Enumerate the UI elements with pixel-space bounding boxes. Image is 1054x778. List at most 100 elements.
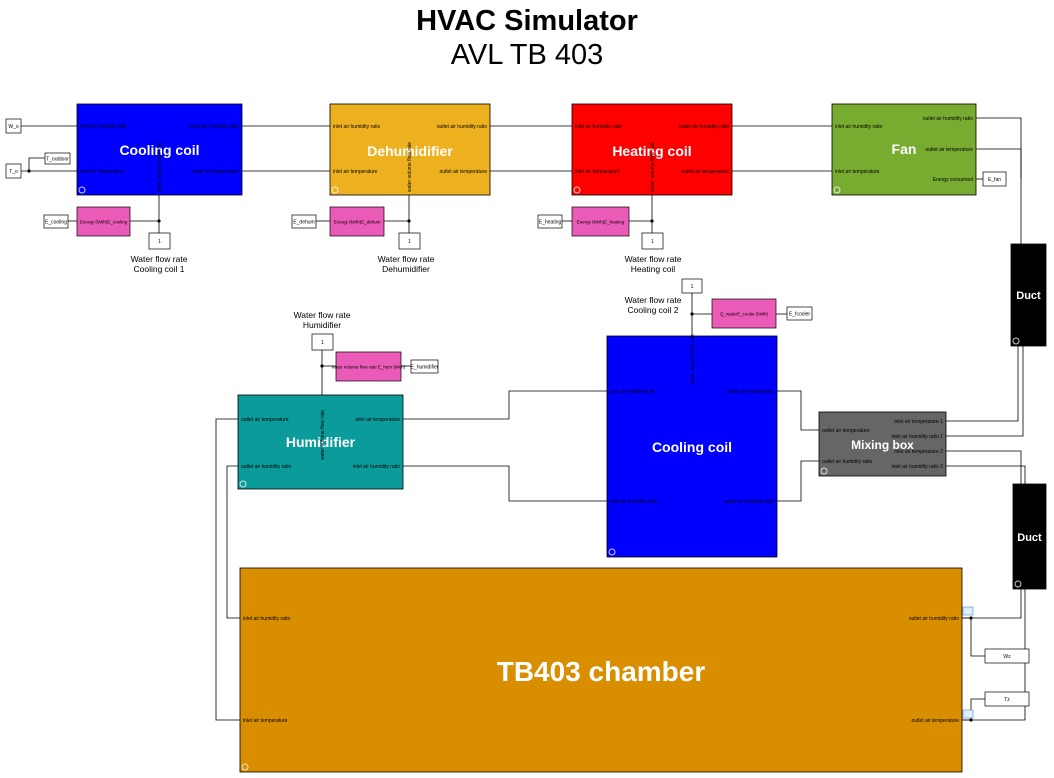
scope-icon[interactable]: [962, 606, 974, 616]
constant-dehumidifier-value: 1: [408, 239, 411, 245]
port-label: outlet air humidity ratio: [822, 459, 873, 465]
outport-efan[interactable]: [982, 171, 1007, 187]
fan-block[interactable]: Fan: [831, 103, 977, 196]
constant-cooling-1[interactable]: [148, 232, 171, 250]
energy-heating[interactable]: [571, 206, 630, 237]
outport-efcooler-label: E_fcooler: [789, 312, 810, 318]
scope-icon[interactable]: [962, 709, 974, 719]
inport-to[interactable]: [5, 163, 22, 179]
port-label: inlet air humidity ratio: [243, 616, 290, 622]
energy-heating-label: Energy (kWh)E_heating: [577, 220, 625, 225]
port-label: inlet air temperature: [835, 169, 880, 175]
outport-efan-label: E_fan: [988, 177, 1001, 183]
diagram-title: HVAC Simulator: [416, 5, 638, 37]
line-to-outdoor: [28, 157, 45, 171]
gear-icon: [1014, 580, 1022, 588]
port-label: outlet air temperature: [681, 169, 729, 175]
energy-humidifier-label: water volume flow rate E_hum (kWh): [332, 365, 406, 370]
constant-humidifier-value: 1: [321, 340, 324, 346]
signal-line: [976, 148, 1022, 178]
signal-line: [403, 465, 607, 502]
gear-icon: [331, 186, 339, 194]
constant-cooling-1-value: 1: [158, 239, 161, 245]
heating-coil-block[interactable]: Heating coil: [571, 103, 733, 196]
humidifier-block-body: [237, 394, 404, 490]
dehumidifier-block[interactable]: Dehumidifier: [329, 103, 491, 196]
humidifier-block-label: Humidifier: [286, 434, 356, 450]
annotation-flow-dehumidifier: Water flow rate: [378, 254, 435, 264]
outport-ehumidifier-label: E_humidifier: [411, 365, 439, 371]
port-label: water volume flow rate: [320, 410, 326, 460]
branch-point: [650, 219, 654, 223]
annotation-flow-humidifier: Humidifier: [303, 320, 341, 330]
annotation-flow-dehumidifier: Dehumidifier: [382, 264, 430, 274]
chamber-block[interactable]: TB403 chamber: [239, 567, 963, 773]
energy-cooling-1[interactable]: [76, 206, 131, 237]
cooling-coil-1-block-label: Cooling coil: [119, 142, 199, 158]
port-label: outlet air humidity ratio: [724, 499, 775, 505]
inport-wo[interactable]: [5, 118, 22, 134]
port-label: water volume flow rate: [157, 142, 163, 192]
energy-dehumidifier[interactable]: [329, 206, 385, 237]
annotation-flow-cooling-2: Cooling coil 2: [627, 305, 678, 315]
port-label: outlet air temperature: [822, 428, 870, 434]
energy-cooling-1-label: Energy (kWh)E_cooling: [80, 220, 128, 225]
outport-edehum[interactable]: [291, 214, 317, 229]
gear-icon: [833, 186, 841, 194]
constant-heating[interactable]: [641, 232, 664, 250]
signal-line: [777, 390, 819, 431]
outport-ecooling-label: E_cooling: [45, 220, 67, 226]
port-label: water volume flow rate: [650, 142, 656, 192]
duct-2-block-label: Duct: [1017, 532, 1042, 544]
outport-ecooling[interactable]: [43, 214, 69, 229]
outport-edehum-label: E_dehum: [293, 220, 314, 226]
duct-2-block[interactable]: Duct: [1012, 483, 1047, 590]
cooling-coil-2-block-label: Cooling coil: [652, 439, 732, 455]
annotation-flow-cooling-1: Water flow rate: [131, 254, 188, 264]
cooling-coil-1-block[interactable]: Cooling coil: [76, 103, 243, 196]
outport-efcooler[interactable]: [786, 306, 813, 321]
heating-coil-block-body: [571, 103, 733, 196]
outport-eheating[interactable]: [537, 214, 563, 229]
outport-ehumidifier[interactable]: [410, 359, 439, 374]
annotation-flow-humidifier: Water flow rate: [294, 310, 351, 320]
energy-cooling-2[interactable]: [711, 298, 777, 329]
dehumidifier-block-label: Dehumidifier: [367, 143, 453, 159]
constant-dehumidifier[interactable]: [398, 232, 421, 250]
outport-toutdoor[interactable]: [44, 152, 71, 165]
mixing-box-block-label: Mixing box: [851, 438, 914, 452]
mixing-box-block[interactable]: Mixing box: [818, 411, 947, 477]
gear-icon: [820, 467, 828, 475]
cooling-coil-1-block-body: [76, 103, 243, 196]
annotation-flow-cooling-2: Water flow rate: [625, 295, 682, 305]
signal-line: [946, 346, 1024, 437]
port-label: water volume flow rate: [690, 334, 696, 384]
port-label: inlet air humidity ratio: [835, 124, 882, 130]
outport-wz[interactable]: [984, 648, 1030, 664]
port-label: outlet air humidity ratio: [437, 124, 488, 130]
outport-toutdoor-label: T_outdoor: [46, 157, 69, 163]
inport-wo-label: W_o: [8, 124, 19, 130]
duct-2-block-body: [1012, 483, 1047, 590]
signal-line: [962, 589, 1026, 721]
gear-icon: [1012, 337, 1020, 345]
port-label: inlet air temperature 1: [894, 419, 943, 425]
branch-point: [27, 169, 31, 173]
port-label: water volume flow rate: [407, 142, 413, 192]
gear-icon: [241, 763, 249, 771]
outport-tz[interactable]: [984, 691, 1030, 707]
constant-humidifier[interactable]: [311, 333, 334, 351]
port-label: outlet air temperature: [241, 417, 289, 423]
constant-cooling-2[interactable]: [681, 278, 703, 294]
diagram-subtitle: AVL TB 403: [450, 39, 604, 71]
energy-humidifier[interactable]: [335, 351, 402, 382]
dehumidifier-block-body: [329, 103, 491, 196]
port-label: inlet air humidity ratio: [575, 124, 622, 130]
fan-block-body: [831, 103, 977, 196]
duct-1-block[interactable]: Duct: [1010, 243, 1047, 347]
humidifier-block[interactable]: Humidifier: [237, 394, 404, 490]
annotation-flow-heating: Water flow rate: [625, 254, 682, 264]
port-label: inlet air humidity ratio: [333, 124, 380, 130]
cooling-coil-2-block[interactable]: Cooling coil: [606, 335, 778, 558]
signal-line: [962, 617, 985, 657]
